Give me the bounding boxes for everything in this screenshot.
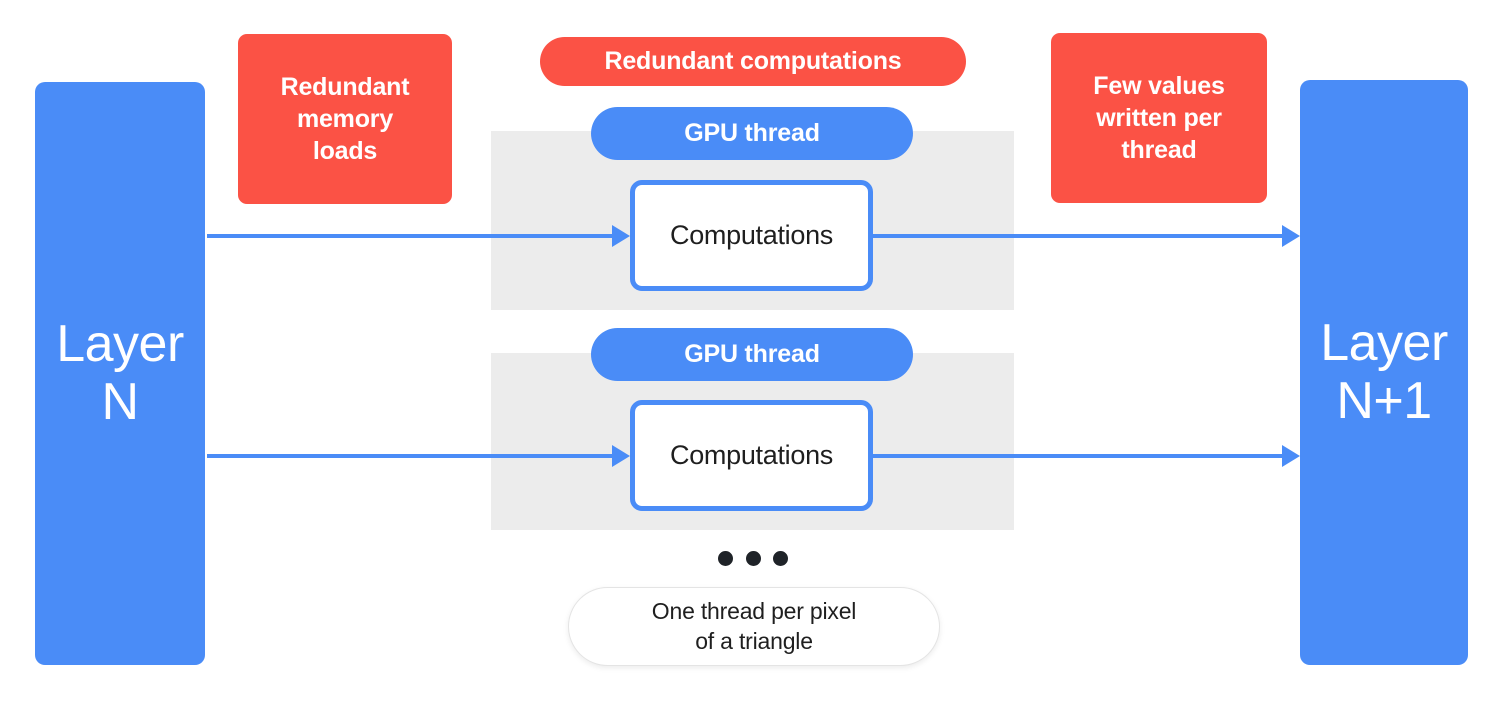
annotation-few-values-label: Few values written per thread [1093, 72, 1225, 164]
arrow-head-output-thread-1-icon [1282, 225, 1300, 247]
flow-line-output-thread-2 [872, 454, 1287, 458]
layer-n-block: Layer N [35, 82, 205, 665]
gpu-thread-pill-2: GPU thread [591, 328, 913, 381]
arrow-head-output-thread-2-icon [1282, 445, 1300, 467]
annotation-redundant-memory-loads: Redundant memory loads [238, 34, 452, 204]
caption-one-thread-per-pixel: One thread per pixel of a triangle [568, 587, 940, 666]
gpu-thread-pill-1: GPU thread [591, 107, 913, 160]
gpu-thread-label-2: GPU thread [684, 340, 820, 368]
arrow-head-input-thread-2-icon [612, 445, 630, 467]
gpu-thread-label-1: GPU thread [684, 119, 820, 147]
ellipsis-dot [718, 550, 733, 566]
annotation-redundant-computations-label: Redundant computations [604, 47, 902, 75]
annotation-memory-loads-label: Redundant memory loads [280, 73, 410, 165]
layer-n-label: Layer N [56, 315, 184, 431]
caption-label: One thread per pixel of a triangle [651, 597, 857, 654]
arrow-head-input-thread-1-icon [612, 225, 630, 247]
flow-line-input-thread-2 [207, 454, 617, 458]
annotation-redundant-computations: Redundant computations [540, 37, 966, 86]
layer-n-plus-1-label: Layer N+1 [1320, 314, 1448, 430]
computations-label-2: Computations [670, 440, 833, 470]
flow-line-output-thread-1 [872, 234, 1287, 238]
ellipsis-dot [745, 550, 761, 566]
ellipsis-more-threads-icon [718, 548, 788, 568]
computations-box-1: Computations [630, 180, 873, 291]
computations-label-1: Computations [670, 220, 833, 250]
flow-line-input-thread-1 [207, 234, 617, 238]
computations-box-2: Computations [630, 400, 873, 511]
ellipsis-dot [773, 550, 788, 566]
annotation-few-values-written: Few values written per thread [1051, 33, 1267, 203]
layer-n-plus-1-block: Layer N+1 [1300, 80, 1468, 665]
